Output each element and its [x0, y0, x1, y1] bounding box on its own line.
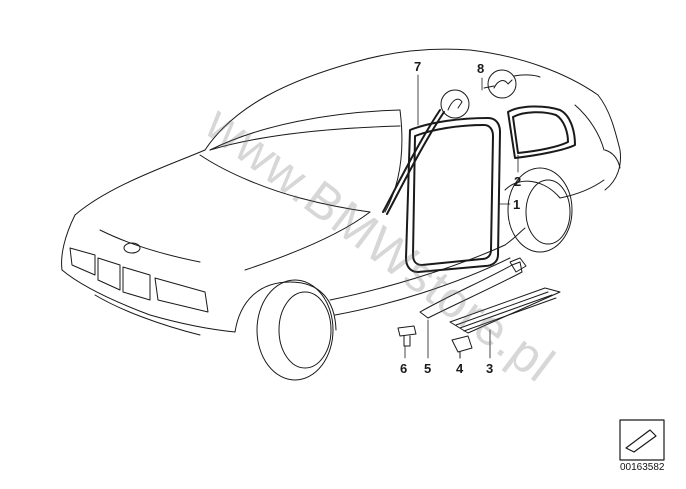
callout-6: 6 [400, 361, 408, 376]
seal-detail-circles [440, 69, 541, 119]
rear-window-seal [507, 105, 576, 159]
sill-trim [419, 257, 527, 319]
leader-lines [404, 74, 519, 359]
reference-number: 00163582 [620, 462, 665, 473]
callout-1: 1 [513, 197, 521, 212]
callout-3: 3 [486, 361, 494, 376]
callout-8: 8 [477, 61, 485, 76]
door-seal [405, 117, 501, 273]
car-body [61, 48, 621, 381]
sill-plate [449, 287, 561, 334]
reference-pictogram [619, 419, 665, 461]
callout-7: 7 [414, 59, 422, 74]
callout-5: 5 [424, 361, 432, 376]
a-pillar-seal [382, 109, 445, 215]
clip-part-6 [397, 325, 417, 347]
callout-2: 2 [514, 174, 522, 189]
callout-4: 4 [456, 361, 464, 376]
